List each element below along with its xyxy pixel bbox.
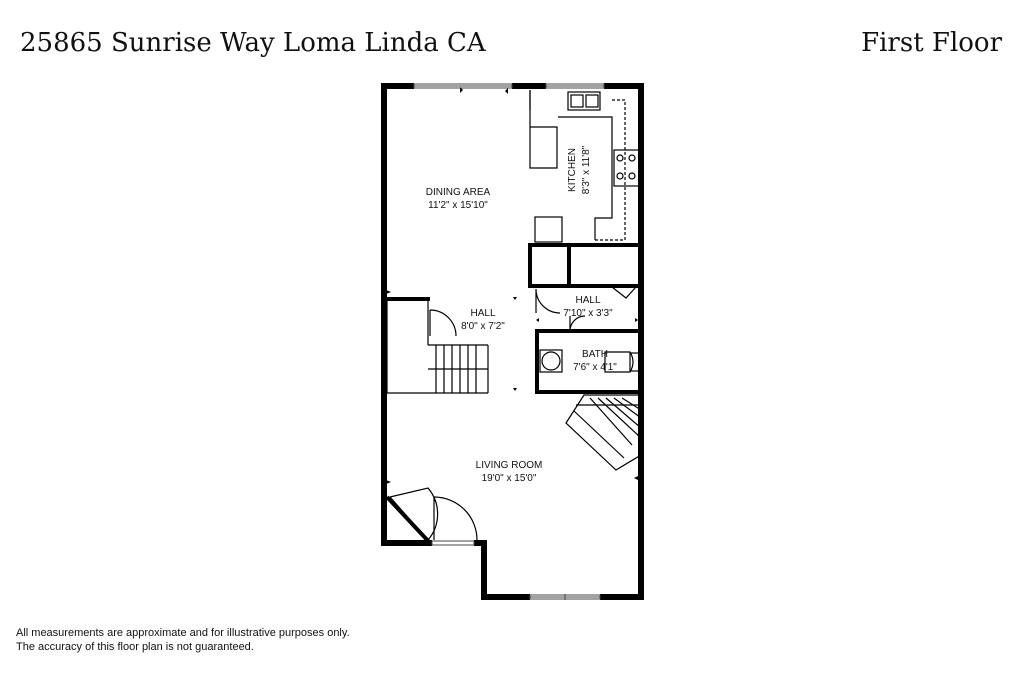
hall-right-dims: 7'10" x 3'3" — [563, 308, 613, 319]
hall-left-name: HALL — [470, 308, 495, 319]
living-room-name: LIVING ROOM — [476, 460, 543, 471]
thin-walls — [385, 90, 642, 545]
floor-label: First Floor — [861, 28, 1002, 58]
disclaimer-line-2: The accuracy of this floor plan is not g… — [16, 641, 254, 653]
living-room-dims: 19'0" x 15'0" — [482, 473, 537, 484]
disclaimer-line-1: All measurements are approximate and for… — [16, 627, 350, 639]
property-address: 25865 Sunrise Way Loma Linda CA — [20, 28, 486, 58]
windows — [413, 83, 605, 600]
interior-walls — [384, 243, 643, 394]
dining-area-dims: 11'2" x 15'10" — [428, 200, 488, 211]
kitchen-name: KITCHEN — [567, 148, 578, 192]
bath-name: BATH — [582, 349, 608, 360]
hall-left-dims: 8'0" x 7'2" — [461, 321, 505, 332]
exterior-walls — [381, 83, 644, 600]
hall-right-name: HALL — [575, 295, 600, 306]
dining-area-name: DINING AREA — [426, 187, 491, 198]
bath-dims: 7'6" x 4'1" — [573, 362, 617, 373]
opening-markers — [386, 87, 638, 484]
kitchen-dims: 8'3" x 11'8" — [581, 145, 592, 194]
